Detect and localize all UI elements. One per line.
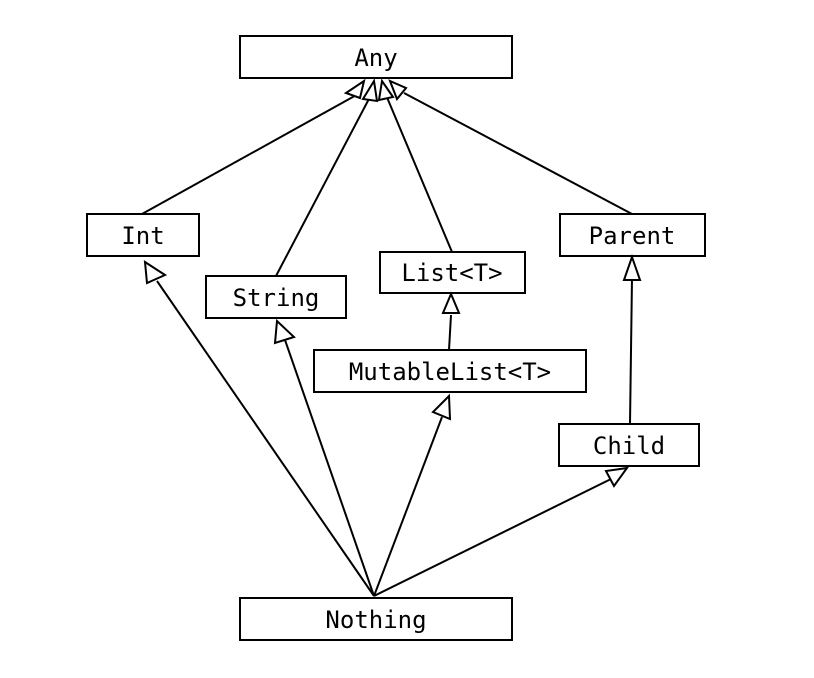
node-nothing-label: Nothing <box>325 606 426 634</box>
arrowhead-list-any <box>377 78 395 102</box>
node-list: List<T> <box>379 251 526 294</box>
node-string: String <box>205 275 347 319</box>
node-mutablelist-label: MutableList<T> <box>349 358 551 386</box>
edge-child-parent <box>629 277 633 425</box>
node-string-label: String <box>233 284 320 312</box>
node-list-box <box>379 251 526 294</box>
node-parent: Parent <box>559 213 706 257</box>
arrowhead-nothing-string <box>273 318 296 345</box>
node-list-label: List<T> <box>401 259 502 287</box>
node-parent-label: Parent <box>589 222 676 250</box>
node-any-box <box>239 35 513 79</box>
node-nothing-box <box>239 597 513 641</box>
edge-mutablelist-list <box>448 314 452 351</box>
node-int-label: Int <box>121 222 164 250</box>
node-int-box <box>86 213 200 257</box>
node-parent-box <box>559 213 706 257</box>
arrowhead-nothing-int <box>143 260 168 285</box>
edge-string-any <box>275 94 372 277</box>
node-int: Int <box>86 213 200 257</box>
edge-nothing-int <box>156 280 375 597</box>
node-child-label: Child <box>593 432 665 460</box>
edge-nothing-mutablelist <box>373 416 443 597</box>
node-any: Any <box>239 35 513 79</box>
node-string-box <box>205 275 347 319</box>
node-child-box <box>558 423 700 467</box>
edge-int-any <box>141 92 361 215</box>
node-mutablelist: MutableList<T> <box>313 349 587 393</box>
arrowhead-mutablelist-list <box>441 291 461 314</box>
node-nothing: Nothing <box>239 597 513 641</box>
arrowhead-string-any <box>361 78 379 103</box>
arrowheads <box>143 78 642 488</box>
node-mutablelist-box <box>313 349 587 393</box>
arrowhead-child-parent <box>622 253 642 281</box>
arrowhead-int-any <box>343 78 366 100</box>
edge-parent-any <box>403 92 633 215</box>
edge-nothing-child <box>373 477 614 597</box>
node-any-label: Any <box>354 44 397 72</box>
arrowhead-parent-any <box>388 79 408 101</box>
edges <box>141 92 633 597</box>
edge-list-any <box>385 94 453 253</box>
edge-nothing-string <box>284 339 375 597</box>
node-child: Child <box>558 423 700 467</box>
arrowhead-nothing-child <box>604 466 630 488</box>
arrowhead-nothing-mutablelist <box>431 393 452 421</box>
